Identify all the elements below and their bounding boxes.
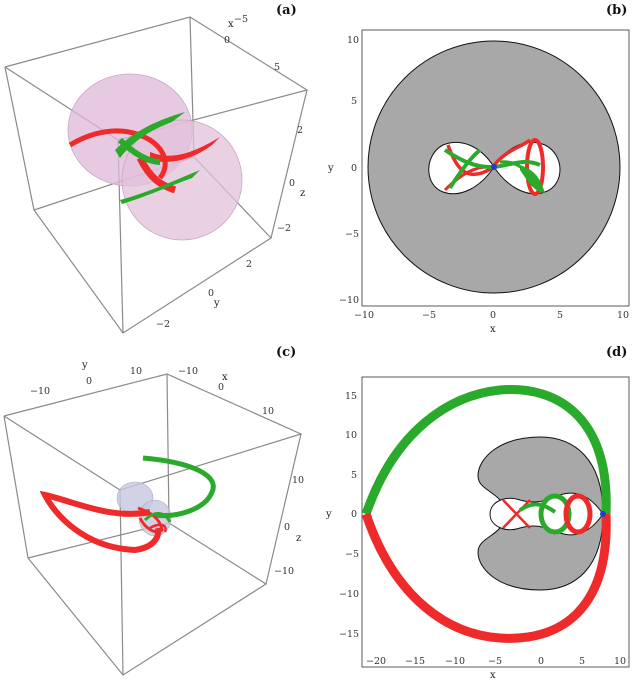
svg-text:5: 5 — [557, 310, 563, 321]
panel-label-b: (b) — [606, 3, 627, 18]
svg-text:−5: −5 — [488, 656, 502, 667]
panel-c: (c) −10 y 0 10 −10 0 x 10 10 — [3, 345, 304, 676]
svg-text:−10: −10 — [30, 386, 50, 397]
svg-text:2: 2 — [297, 125, 303, 136]
svg-text:−5: −5 — [345, 229, 359, 240]
ribbons-d — [361, 385, 611, 643]
svg-text:0: 0 — [289, 178, 295, 189]
svg-text:x: x — [228, 19, 234, 30]
svg-text:15: 15 — [345, 391, 357, 402]
svg-text:0: 0 — [208, 288, 214, 299]
svg-text:y: y — [213, 298, 220, 309]
svg-text:y: y — [325, 509, 332, 520]
ribbons-c — [39, 455, 216, 554]
svg-text:0: 0 — [224, 35, 230, 46]
svg-text:0: 0 — [218, 382, 224, 393]
svg-text:−2: −2 — [277, 223, 291, 234]
panel-d: (d) 15 10 5 0 −5 −10 −15 y −20 −15 −10 −… — [325, 345, 630, 681]
svg-text:z: z — [300, 188, 305, 199]
svg-text:−10: −10 — [339, 295, 359, 306]
svg-text:5: 5 — [579, 656, 585, 667]
svg-text:−15: −15 — [339, 629, 359, 640]
svg-text:−10: −10 — [274, 566, 294, 577]
svg-text:y: y — [81, 360, 88, 371]
svg-text:0: 0 — [351, 509, 357, 520]
svg-text:−20: −20 — [366, 656, 386, 667]
svg-text:−5: −5 — [234, 14, 248, 25]
svg-text:10: 10 — [614, 656, 626, 667]
svg-text:5: 5 — [274, 62, 280, 73]
svg-text:0: 0 — [490, 310, 496, 321]
svg-text:0: 0 — [284, 522, 290, 533]
svg-text:−2: −2 — [156, 319, 170, 330]
ticks-d: 15 10 5 0 −5 −10 −15 y −20 −15 −10 −5 0 … — [325, 391, 626, 681]
svg-text:0: 0 — [86, 376, 92, 387]
svg-text:10: 10 — [345, 430, 357, 441]
svg-text:5: 5 — [351, 96, 357, 107]
ticks-b: 10 5 0 −5 −10 −10 −5 0 5 10 x y — [327, 35, 629, 335]
panel-label-d: (d) — [606, 345, 627, 360]
panel-a: (a) x −5 0 5 2 0 — [4, 3, 309, 334]
svg-text:2: 2 — [246, 259, 252, 270]
ribbons-b — [443, 138, 545, 196]
svg-text:−5: −5 — [422, 310, 436, 321]
ribbons-a — [68, 112, 220, 204]
panel-b: (b) 10 5 0 −5 −10 −10 −5 0 5 10 x y — [327, 3, 630, 335]
svg-text:x: x — [490, 324, 496, 335]
svg-text:x: x — [490, 670, 496, 681]
svg-text:x: x — [222, 372, 228, 383]
svg-text:0: 0 — [351, 163, 357, 174]
svg-text:−15: −15 — [405, 656, 425, 667]
svg-text:5: 5 — [351, 470, 357, 481]
svg-text:10: 10 — [347, 35, 359, 46]
svg-text:y: y — [327, 163, 334, 174]
svg-text:−5: −5 — [345, 549, 359, 560]
ticks-c: −10 y 0 10 −10 0 x 10 10 0 z −10 — [30, 360, 304, 577]
svg-text:10: 10 — [130, 366, 142, 377]
svg-text:10: 10 — [262, 406, 274, 417]
svg-text:10: 10 — [292, 475, 304, 486]
svg-text:z: z — [296, 533, 301, 544]
box-frame-c — [3, 373, 303, 676]
panel-label-c: (c) — [276, 345, 296, 360]
panel-label-a: (a) — [276, 3, 297, 18]
svg-text:0: 0 — [538, 656, 544, 667]
svg-text:−10: −10 — [445, 656, 465, 667]
svg-text:−10: −10 — [339, 589, 359, 600]
svg-text:−10: −10 — [178, 366, 198, 377]
ticks-a: x −5 0 5 2 0 z −2 2 0 y −2 — [156, 14, 305, 330]
svg-text:10: 10 — [617, 310, 629, 321]
svg-text:−10: −10 — [354, 310, 374, 321]
